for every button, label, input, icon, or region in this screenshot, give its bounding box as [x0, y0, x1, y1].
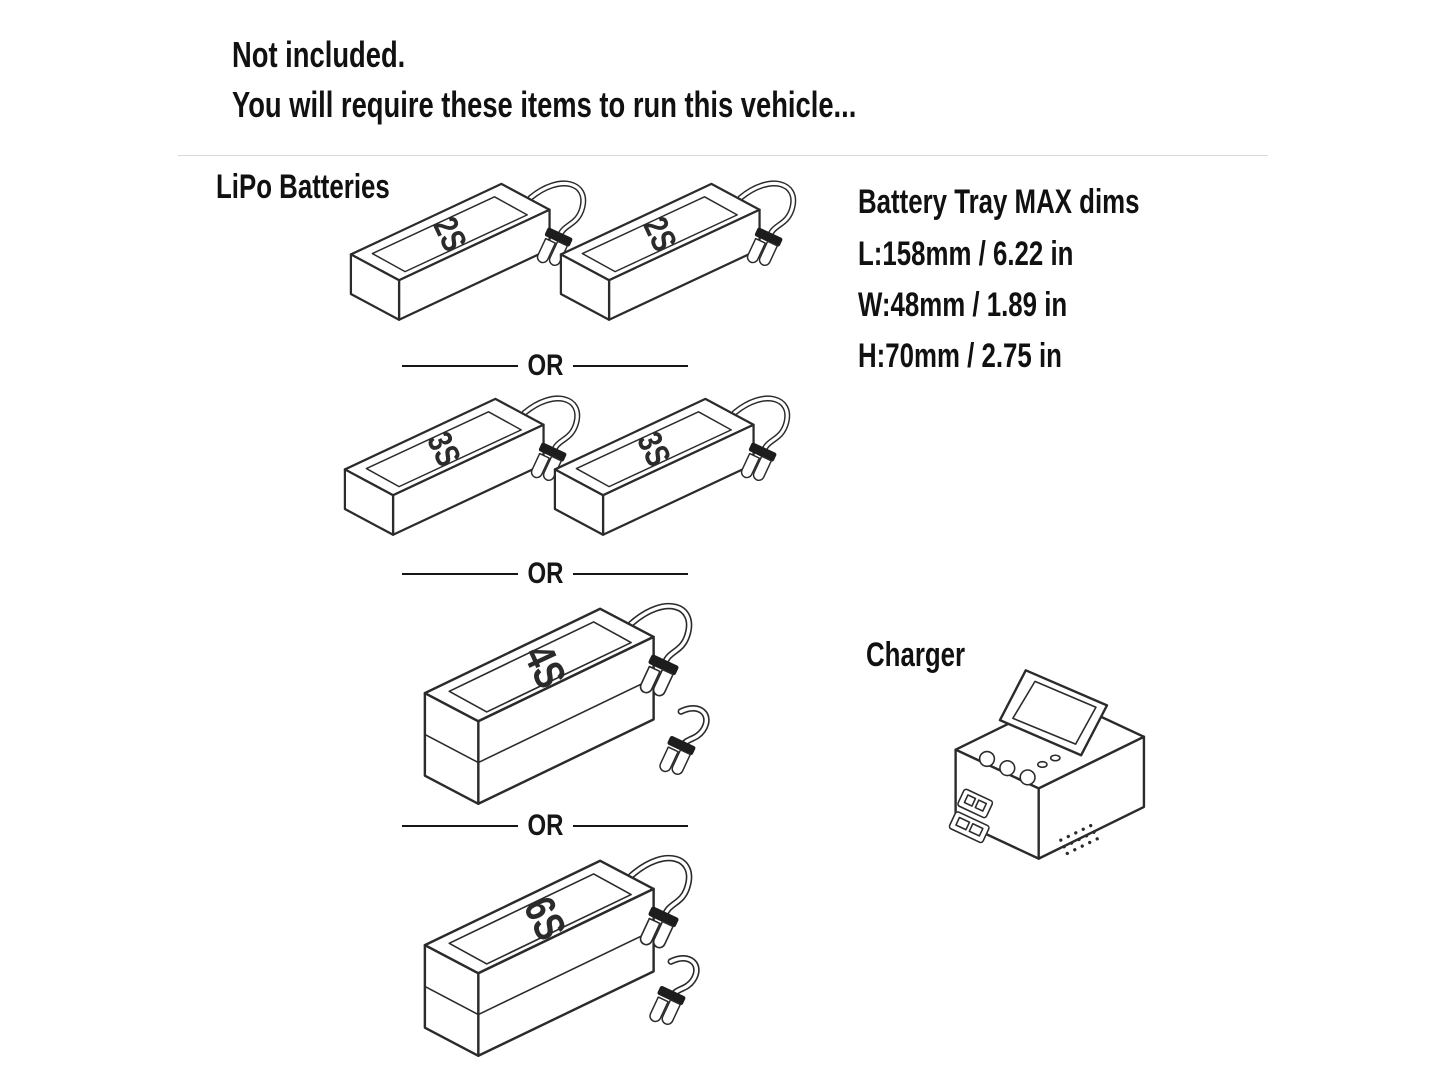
- battery-3s-1-illustration: 3S: [332, 385, 590, 553]
- tray-dims-width: W:48mm / 1.89 in: [858, 286, 1068, 324]
- or-divider-1: OR: [402, 349, 688, 382]
- divider-line: [572, 825, 688, 827]
- or-label: OR: [527, 809, 563, 842]
- battery-3s-2-illustration: 3S: [542, 385, 800, 553]
- header-line-2: You will require these items to run this…: [232, 84, 857, 125]
- divider-line: [402, 365, 518, 367]
- battery-6s-illustration: 6S: [408, 840, 708, 1070]
- battery-2s-2-illustration: 2S: [548, 170, 806, 338]
- or-divider-2: OR: [402, 557, 688, 590]
- tray-dims-height: H:70mm / 2.75 in: [858, 337, 1062, 375]
- header-line-1: Not included.: [232, 34, 406, 75]
- divider-line: [572, 573, 688, 575]
- bullet-connector-pigtail-icon: [612, 952, 707, 1028]
- battery-2s-1-illustration: 2S: [338, 170, 596, 338]
- tray-dims-length: L:158mm / 6.22 in: [858, 235, 1074, 273]
- battery-4s-illustration: 4S: [408, 588, 708, 818]
- tray-dims-title: Battery Tray MAX dims: [858, 183, 1140, 221]
- charger-title: Charger: [866, 636, 966, 674]
- or-divider-3: OR: [402, 809, 688, 842]
- header-divider: [178, 155, 1268, 156]
- charger-illustration: [945, 669, 1146, 860]
- divider-line: [402, 573, 518, 575]
- bullet-connector-pigtail-icon: [622, 702, 717, 778]
- or-label: OR: [527, 349, 563, 382]
- divider-line: [572, 365, 688, 367]
- lipo-batteries-title: LiPo Batteries: [216, 168, 390, 206]
- divider-line: [402, 825, 518, 827]
- or-label: OR: [527, 557, 563, 590]
